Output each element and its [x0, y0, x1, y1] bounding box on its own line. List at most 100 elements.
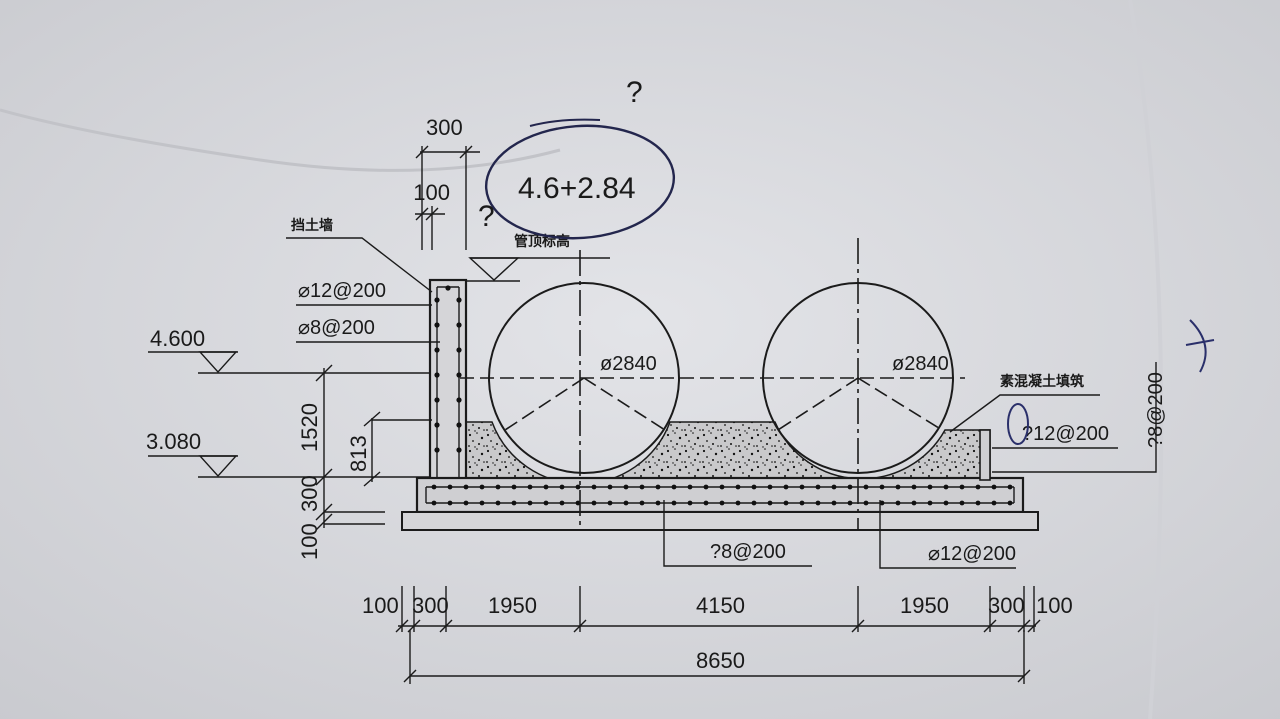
label-wall-rebar-12: ⌀12@200 [296, 280, 432, 306]
svg-text:⌀8@200: ⌀8@200 [298, 317, 375, 339]
dimension-tick [439, 619, 453, 633]
left-dimensions: 1520 300 100 813 [297, 364, 432, 560]
svg-text:⌀12@200: ⌀12@200 [928, 543, 1016, 565]
slab-rebar-dot [463, 484, 469, 490]
slab-rebar-dot [991, 484, 997, 490]
support-angle-right-a [777, 377, 859, 431]
slab-rebar-dot [703, 500, 709, 506]
slab-rebar-dot [975, 484, 981, 490]
svg-text:4150: 4150 [696, 593, 745, 618]
svg-text:100: 100 [413, 180, 450, 205]
svg-text:⌀12@200: ⌀12@200 [298, 280, 386, 302]
svg-text:300: 300 [426, 115, 463, 140]
slab-rebar-dot [751, 500, 757, 506]
slab-rebar-dot [991, 500, 997, 506]
paper-crease [0, 108, 561, 172]
support-angle-left-a [504, 377, 585, 431]
slab-rebar-dot [543, 484, 549, 490]
svg-text:4.600: 4.600 [150, 326, 205, 351]
slab-rebar-dot [879, 484, 885, 490]
slab-rebar-dot [671, 484, 677, 490]
dimension-tick [1017, 619, 1031, 633]
slab-rebar-dot [591, 500, 597, 506]
slab-rebar-dot [431, 484, 437, 490]
label-retaining-wall: 挡土墙 [286, 217, 433, 293]
slab-rebar-dot [703, 484, 709, 490]
slab-rebar-dot [479, 484, 485, 490]
support-angle-left-b [583, 377, 666, 431]
slab-rebar-dot [927, 500, 933, 506]
slab-rebar-dot [911, 500, 917, 506]
label-wall-rebar-8: ⌀8@200 [296, 317, 440, 343]
slab-rebar-dot [559, 500, 565, 506]
slab-rebar-dot [879, 500, 885, 506]
dimension-tick [851, 619, 865, 633]
slab-rebar-dot [655, 484, 661, 490]
slab-rebar-dot [831, 500, 837, 506]
slab-rebar-dot [1007, 500, 1013, 506]
dimension-tick [395, 619, 409, 633]
slab-rebar-dot [607, 500, 613, 506]
slab-rebar-dot [735, 484, 741, 490]
slab-rebar-dot [479, 500, 485, 506]
right-upstand [979, 429, 991, 481]
slab-rebar-dot [975, 500, 981, 506]
elevation-lower: 3.080 [146, 429, 430, 478]
slab-rebar-dot [831, 484, 837, 490]
slab-rebar-dot [495, 500, 501, 506]
pipe-right-diameter: ø2840 [892, 353, 949, 375]
svg-text:300: 300 [412, 593, 449, 618]
pipe-left-diameter: ø2840 [600, 353, 657, 375]
slab-rebar-dot [591, 484, 597, 490]
slab-rebar-dot [511, 484, 517, 490]
label-right-rebar: ?12@200 [992, 423, 1118, 449]
slab-rebar-dot [895, 484, 901, 490]
slab-rebar-dot [639, 500, 645, 506]
slab-rebar-dot [575, 500, 581, 506]
slab-rebar-dot [863, 500, 869, 506]
slab-rebar-dot [463, 500, 469, 506]
slab-rebar-dot [447, 500, 453, 506]
slab-rebar-dot [927, 484, 933, 490]
slab-rebar-dot [447, 484, 453, 490]
slab-rebar-dot [559, 484, 565, 490]
dimension-tick [1027, 619, 1041, 633]
slab-rebar-dot [655, 500, 661, 506]
slab-rebar-dot [895, 500, 901, 506]
slab-rebar-dot [671, 500, 677, 506]
slab-rebar-dot [847, 484, 853, 490]
slab-rebar-dot [527, 484, 533, 490]
dimension-tick [983, 619, 997, 633]
slab-rebar-dot [767, 484, 773, 490]
label-bottom-rebar-left: ?8@200 [663, 500, 812, 567]
svg-text:?8@200: ?8@200 [1145, 372, 1167, 448]
handwritten-circle-right [1007, 403, 1029, 445]
slab-rebar-dot [543, 500, 549, 506]
slab-rebar-dot [607, 484, 613, 490]
slab-rebar-dot [815, 484, 821, 490]
label-bottom-rebar-right: ⌀12@200 [879, 500, 1016, 569]
svg-text:8650: 8650 [696, 648, 745, 673]
slab-rebar-dot [735, 500, 741, 506]
slab-rebar-dot [943, 500, 949, 506]
svg-text:1520: 1520 [297, 403, 322, 452]
slab-rebar-dot [511, 500, 517, 506]
slab-rebar-dot [1007, 484, 1013, 490]
svg-text:挡土墙: 挡土墙 [291, 217, 333, 233]
retaining-wall [428, 278, 468, 484]
slab-rebar-dot [783, 500, 789, 506]
svg-text:100: 100 [1036, 593, 1073, 618]
svg-text:300: 300 [988, 593, 1025, 618]
slab-rebar-dot [815, 500, 821, 506]
slab-rebar-dot [687, 500, 693, 506]
label-concrete-fill: 素混凝土填筑 [949, 373, 1100, 433]
svg-text:?12@200: ?12@200 [1022, 423, 1109, 445]
dimension-tick [573, 619, 587, 633]
slab-rebar-dot [687, 484, 693, 490]
slab-rebar-dot [639, 484, 645, 490]
slab-rebar-dot [719, 484, 725, 490]
slab-rebar-dot [799, 484, 805, 490]
svg-text:813: 813 [346, 435, 371, 472]
